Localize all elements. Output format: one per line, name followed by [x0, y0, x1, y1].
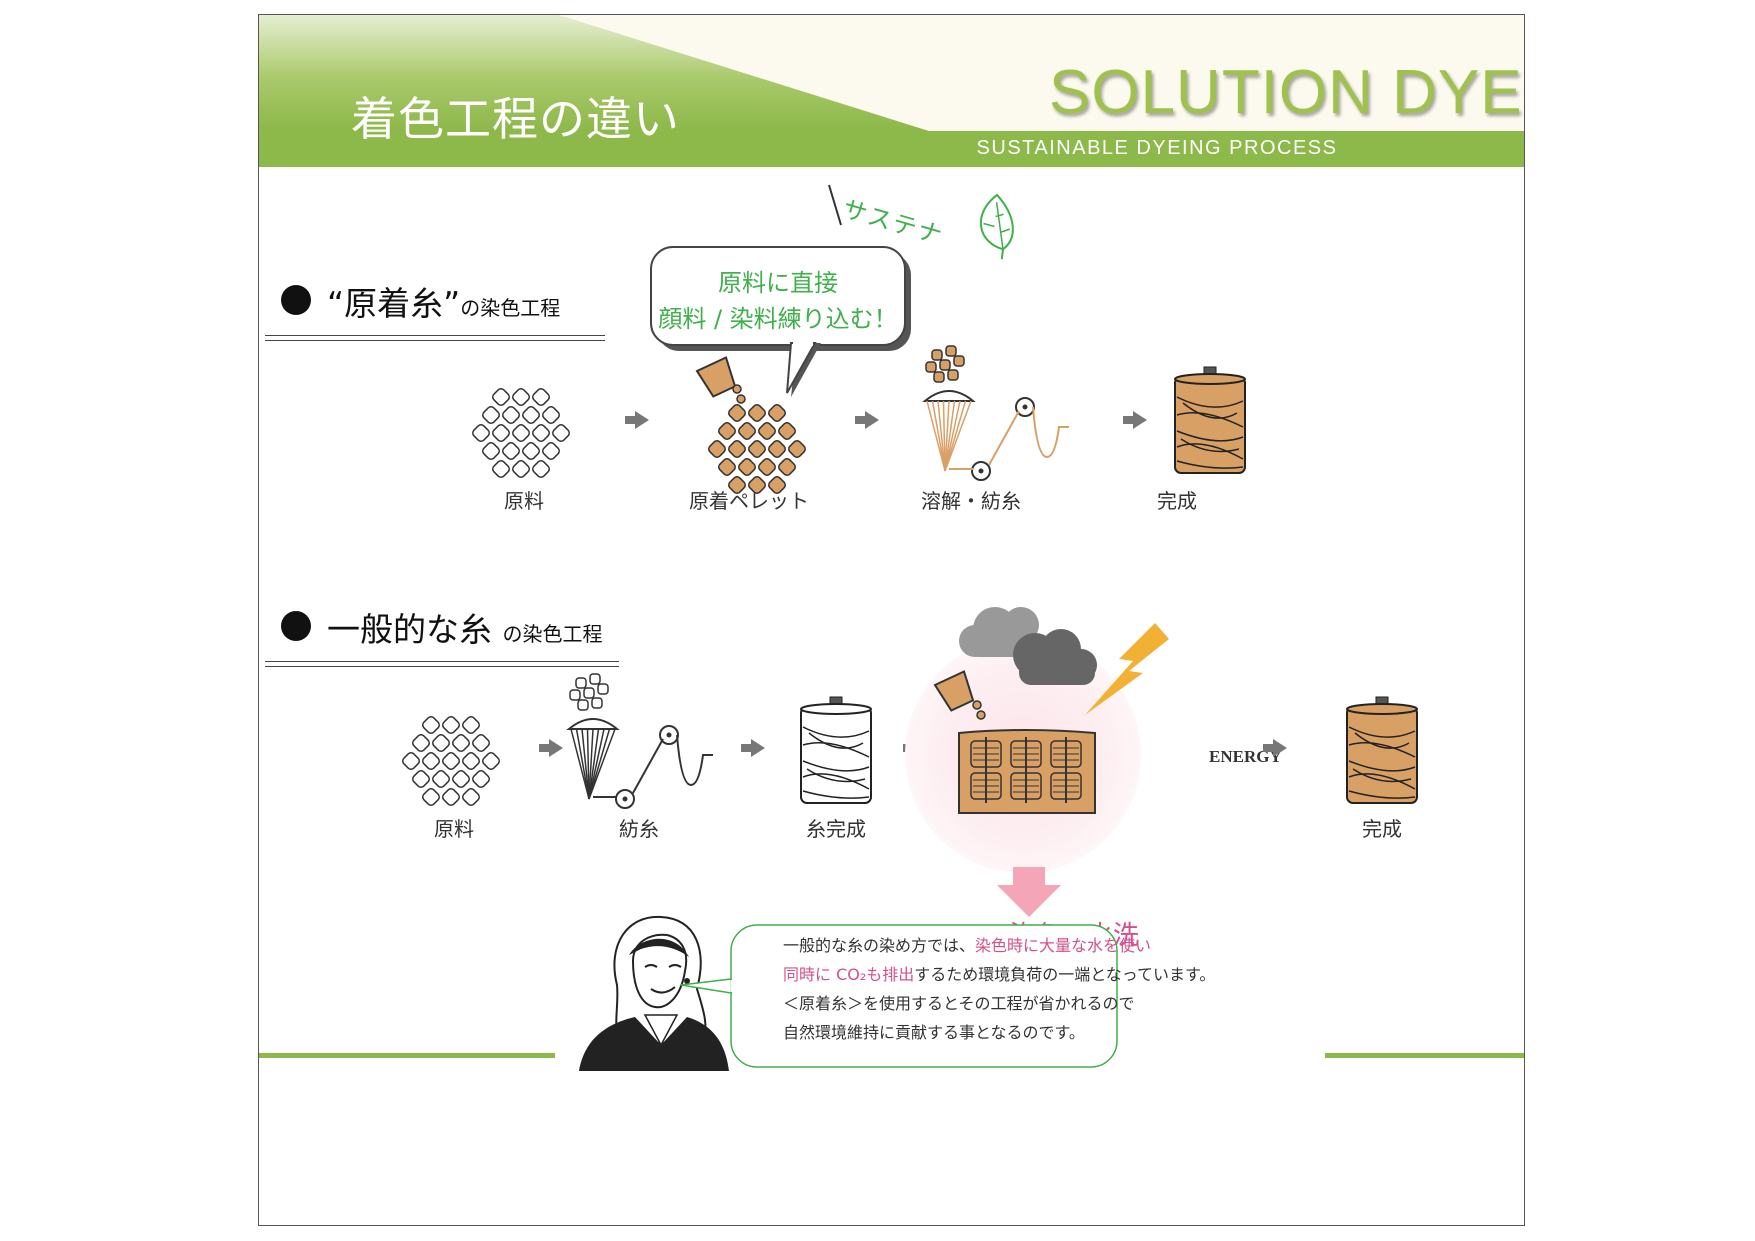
- step-label: 原着ペレット: [689, 489, 809, 513]
- note-line1b: 染色時に大量な水を使い: [975, 936, 1152, 955]
- undyed-spool-icon: [800, 696, 872, 804]
- footer-bar-right: [1325, 1053, 1524, 1058]
- step-label: 完成: [1362, 817, 1402, 841]
- note-line1a: 一般的な糸の染め方では、: [783, 936, 976, 955]
- spinning-machine-icon: [922, 345, 1069, 481]
- step-label: 原料: [434, 817, 474, 841]
- dyeing-bath-icon: [905, 607, 1169, 873]
- bubble-line1: 原料に直接: [718, 269, 838, 297]
- down-arrow-icon: [997, 867, 1061, 917]
- step-label: 紡糸: [619, 817, 659, 841]
- raw-material-icon: [472, 388, 570, 478]
- section2-title: 一般的な糸: [327, 610, 492, 649]
- brand-subtitle: SUSTAINABLE DYEING PROCESS: [976, 137, 1338, 159]
- flow-arrow: [625, 411, 649, 429]
- flow-arrow: [741, 739, 765, 757]
- lightning-icon: [1085, 623, 1169, 715]
- page-title: 着色工程の違い: [351, 92, 680, 146]
- spinning-machine-icon: [566, 673, 713, 809]
- brand-title: SOLUTION DYE: [1049, 58, 1523, 127]
- cloud-icon: [959, 607, 1097, 685]
- flow-arrow: [1123, 411, 1147, 429]
- pour-cup-icon: [695, 356, 737, 398]
- note-line2a: 同時に CO₂も排出: [783, 965, 915, 984]
- note-text: 一般的な糸の染め方では、染色時に大量な水を使い 同時に CO₂も排出するため環境…: [783, 931, 1215, 1047]
- step-label: 完成: [1157, 489, 1197, 513]
- speech-bubble: [650, 246, 911, 397]
- step-label: 糸完成: [806, 817, 866, 841]
- person-illustration: [579, 915, 729, 1071]
- flow-arrow: [539, 739, 563, 757]
- step-label: 原料: [504, 489, 544, 513]
- underline: [265, 666, 619, 667]
- dyed-spool-icon: [1174, 366, 1246, 474]
- pellet-icon: [695, 356, 806, 494]
- dyed-spool-icon: [1346, 696, 1418, 804]
- footer-bar-left: [259, 1053, 555, 1058]
- note-line3: ＜原着糸＞を使用するとその工程が省かれるので: [783, 994, 1135, 1013]
- leaf-icon: [979, 193, 1014, 260]
- section1-title-suffix: の染色工程: [460, 296, 561, 320]
- co2-label: CO₂: [1161, 727, 1201, 749]
- page-frame: 着色工程の違い SOLUTION DYE SUSTAINABLE DYEING …: [258, 14, 1525, 1226]
- pour-cup-icon: [933, 670, 975, 712]
- bullet-dot: [281, 285, 311, 315]
- header-banner: 着色工程の違い SOLUTION DYE SUSTAINABLE DYEING …: [259, 15, 1524, 167]
- flow-arrow: [855, 411, 879, 429]
- note-line2b: するため環境負荷の一端となっています。: [914, 965, 1216, 984]
- underline: [265, 340, 605, 341]
- section2-title-suffix: の染色工程: [502, 622, 603, 646]
- step-label: 溶解・紡糸: [921, 489, 1021, 513]
- note-bubble: [680, 924, 1118, 1068]
- underline: [265, 335, 605, 336]
- raw-material-icon: [402, 716, 500, 806]
- note-line4: 自然環境維持に貢献する事となるのです。: [783, 1023, 1085, 1042]
- bubble-line2: 顔料 / 染料練り込む！: [658, 305, 898, 333]
- section1-title: “原着糸”: [327, 284, 461, 323]
- bullet-dot: [281, 611, 311, 641]
- underline: [265, 661, 619, 662]
- sustainable-badge: [828, 184, 1014, 260]
- flow-arrow: [1263, 739, 1287, 757]
- header-background: [259, 15, 1524, 167]
